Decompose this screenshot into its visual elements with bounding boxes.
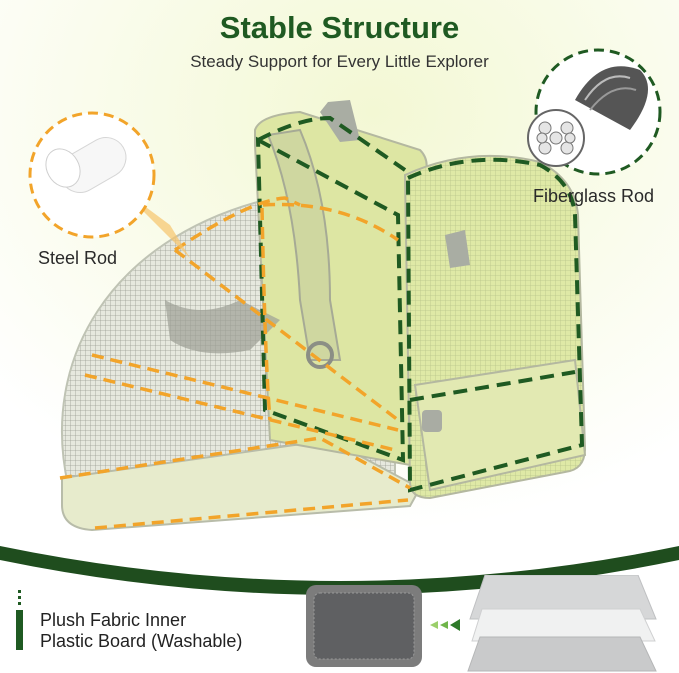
board-stack-icon [467,575,657,672]
arrow-right-icon [430,619,460,631]
plush-pad-icon [306,585,422,667]
steel-rod-icon [45,137,127,193]
accent-dots [18,590,21,606]
frame-back [255,136,406,463]
steel-rod-label: Steel Rod [38,248,118,268]
plush-line-2: Plastic Board (Washable) [40,631,243,651]
accent-bar [16,610,23,650]
frame-front [405,157,585,493]
plush-description: Plush Fabric Inner Plastic Board (Washab… [40,610,242,652]
board-illustration [306,575,657,672]
page-subtitle: Steady Support for Every Little Explorer [190,52,489,71]
frame-dome [174,196,301,252]
backpack-illustration [28,48,662,532]
plush-line-1: Plush Fabric Inner [40,610,187,630]
fiberglass-rod-label: Fiberglass Rod [533,186,655,206]
fiberglass-rod-icon [527,66,648,167]
page-title: Stable Structure [219,10,460,45]
